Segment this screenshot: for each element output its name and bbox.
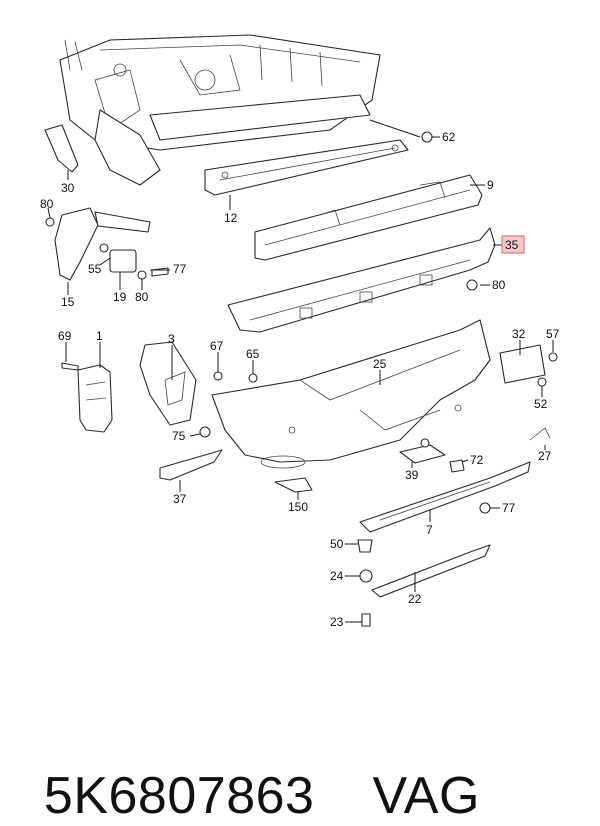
part-1 <box>77 364 113 433</box>
part-39 <box>399 444 446 464</box>
callout-50: 50 <box>330 537 344 551</box>
callout-80c: 80 <box>135 290 149 304</box>
callout-23: 23 <box>330 615 344 629</box>
callout-1: 1 <box>96 329 103 343</box>
part-37 <box>159 449 223 481</box>
brand-label: VAG <box>372 767 480 825</box>
callout-12: 12 <box>224 211 238 225</box>
part-12 <box>204 139 409 196</box>
callout-3: 3 <box>168 332 175 346</box>
callout-37: 37 <box>173 492 187 506</box>
parts-diagram: 62 9 30 12 80 35 55 77 80 15 19 80 69 1 … <box>40 34 560 629</box>
part-3 <box>139 341 197 426</box>
callout-80a: 80 <box>40 197 54 211</box>
callout-19: 19 <box>113 290 127 304</box>
callout-39: 39 <box>405 468 419 482</box>
callout-35: 35 <box>505 238 519 252</box>
part-32 <box>499 344 546 384</box>
callout-150: 150 <box>288 500 308 514</box>
part-caption: 5K6807863 VAG <box>14 706 594 825</box>
callout-80b: 80 <box>492 278 506 292</box>
callout-30: 30 <box>61 181 75 195</box>
part-150 <box>274 477 313 493</box>
callout-7: 7 <box>426 523 433 537</box>
callout-57: 57 <box>546 327 560 341</box>
callout-55: 55 <box>88 262 102 276</box>
part-number: 5K6807863 <box>43 767 315 825</box>
callout-24: 24 <box>330 569 344 583</box>
callout-62: 62 <box>442 130 456 144</box>
part-35 <box>227 227 496 333</box>
callout-9: 9 <box>487 178 494 192</box>
callout-65: 65 <box>246 347 260 361</box>
callout-25: 25 <box>373 357 387 371</box>
part-27 <box>529 427 551 441</box>
callout-69: 69 <box>58 329 72 343</box>
part-15 <box>54 207 99 281</box>
part-25 <box>211 319 491 463</box>
callout-75: 75 <box>172 429 186 443</box>
rear-body-shell <box>59 34 381 186</box>
callout-highlight <box>501 235 525 254</box>
callout-15: 15 <box>61 295 75 309</box>
callout-52: 52 <box>534 397 548 411</box>
part-22 <box>371 544 491 598</box>
callout-77a: 77 <box>173 262 187 276</box>
callout-77b: 77 <box>502 501 516 515</box>
callout-67: 67 <box>210 339 224 353</box>
callout-32: 32 <box>512 327 526 341</box>
callout-72: 72 <box>470 453 484 467</box>
part-19 <box>109 249 137 273</box>
part-30 <box>44 124 79 173</box>
callout-27: 27 <box>538 449 552 463</box>
callout-labels: 62 9 30 12 80 35 55 77 80 15 19 80 69 1 … <box>40 130 560 629</box>
callout-22: 22 <box>408 592 422 606</box>
leader-lines <box>47 119 554 623</box>
part-7 <box>359 461 531 533</box>
